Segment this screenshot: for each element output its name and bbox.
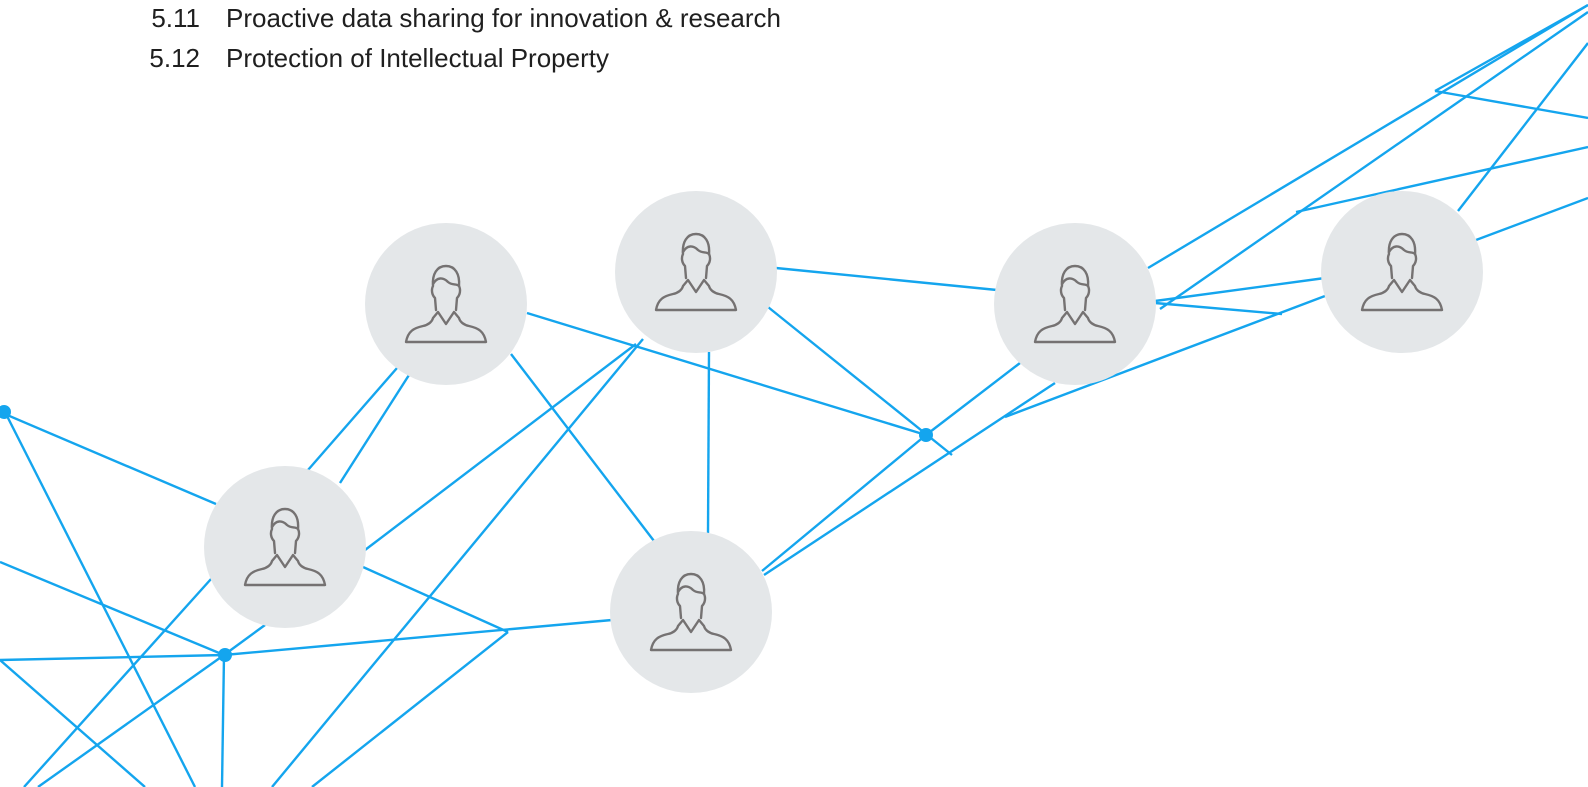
connection-line <box>1295 145 1588 214</box>
section-item-5-11[interactable]: 5.11 Proactive data sharing for innovati… <box>0 0 781 36</box>
connection-line <box>37 654 225 787</box>
section-title: Protection of Intellectual Property <box>226 42 609 73</box>
node-circle <box>994 223 1156 385</box>
connection-line <box>763 381 1056 577</box>
node-circle <box>204 466 366 628</box>
connection-line <box>364 343 637 551</box>
connection-line <box>510 353 655 542</box>
connection-line <box>23 578 212 787</box>
connection-line <box>925 362 1021 436</box>
section-number: 5.12 <box>149 42 200 73</box>
person-node[interactable] <box>365 223 527 385</box>
junction-dot <box>218 648 232 662</box>
node-circle <box>365 223 527 385</box>
connection-line <box>1434 89 1588 120</box>
connection-line <box>362 565 509 634</box>
connection-line <box>1434 3 1588 93</box>
node-circle <box>615 191 777 353</box>
connection-line <box>0 560 225 657</box>
connection-line <box>4 413 197 787</box>
connection-line <box>307 367 398 471</box>
connection-line <box>1475 196 1588 242</box>
connection-line <box>775 266 998 292</box>
person-node[interactable] <box>615 191 777 353</box>
connection-line <box>1457 42 1588 212</box>
connection-line <box>223 618 613 657</box>
connection-line <box>271 338 644 787</box>
junction-dot <box>0 405 11 419</box>
connection-line <box>0 410 217 506</box>
person-node[interactable] <box>1321 191 1483 353</box>
person-node[interactable] <box>204 466 366 628</box>
connection-line <box>311 631 509 787</box>
junction-dots <box>0 405 933 662</box>
connection-line <box>0 659 146 787</box>
junction-dot <box>919 428 933 442</box>
person-node[interactable] <box>994 223 1156 385</box>
connection-line <box>223 624 266 656</box>
connection-line <box>706 351 711 534</box>
connection-lines <box>0 3 1588 787</box>
connection-line <box>1159 11 1588 310</box>
connection-line <box>338 374 411 484</box>
connection-line <box>1147 3 1588 270</box>
section-item-5-12[interactable]: 5.12 Protection of Intellectual Property <box>0 40 609 76</box>
connection-line <box>220 654 226 787</box>
connection-line <box>761 434 927 572</box>
node-circle <box>1321 191 1483 353</box>
connection-line <box>526 311 927 437</box>
connection-line <box>1154 276 1326 303</box>
section-number: 5.11 <box>151 2 200 33</box>
connection-line <box>0 653 225 662</box>
section-title: Proactive data sharing for innovation & … <box>226 2 781 33</box>
person-node[interactable] <box>610 531 772 693</box>
connection-line <box>1004 294 1326 419</box>
node-circle <box>610 531 772 693</box>
connection-line <box>1154 301 1283 316</box>
